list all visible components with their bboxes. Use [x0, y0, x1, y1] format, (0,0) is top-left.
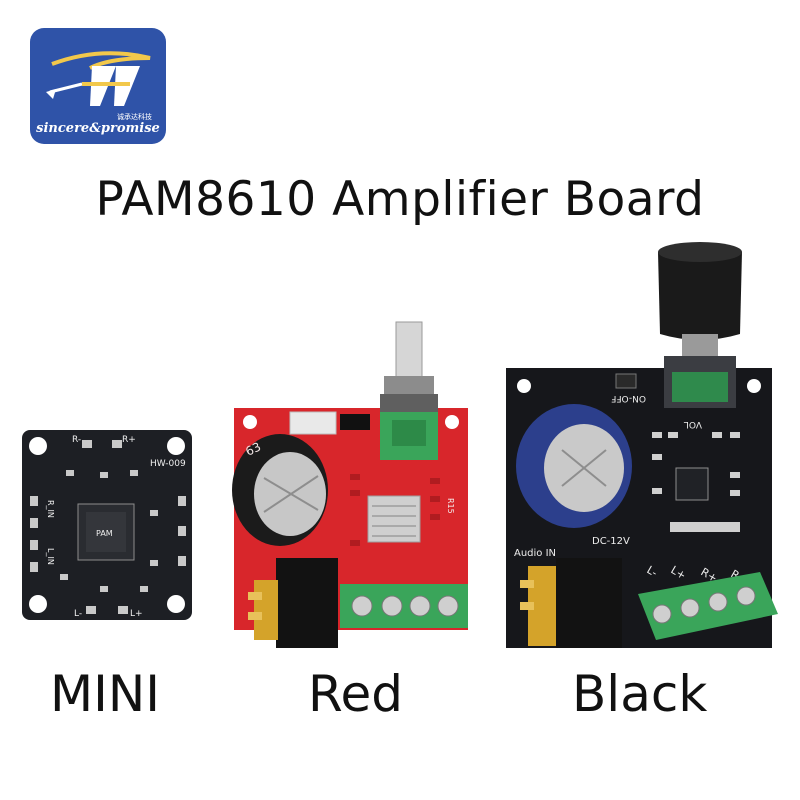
black-silk-dc: DC-12V — [592, 536, 630, 547]
red-board-label: Red — [308, 665, 403, 723]
mini-silk-model: HW-009 — [150, 459, 186, 469]
red-silk-r15: R15 — [446, 498, 455, 514]
mini-silk-l-minus: L- — [74, 609, 82, 619]
logo-brand-text: sincere&promise — [36, 121, 160, 136]
logo-chinese-text: 诚承达科技 — [117, 113, 152, 121]
red-board: 63 R15 — [232, 321, 468, 648]
black-silk-vol: VOL — [684, 419, 702, 429]
sp-brand-logo-icon — [46, 51, 151, 106]
mini-silk-r-minus: R- — [72, 435, 81, 445]
black-board: ON-OFF VOL Audio IN DC-12V L- L+ R+ R- — [506, 242, 778, 648]
mini-silk-r-plus: R+ — [122, 435, 136, 445]
black-silk-on-off: ON-OFF — [611, 393, 646, 403]
mini-board: PAM R- R+ HW-009 R_IN L_IN L- L+ — [22, 430, 192, 620]
black-board-label: Black — [572, 665, 708, 723]
brand-logo: 诚承达科技 sincere&promise — [30, 28, 166, 144]
red-silk-capacitor: 63 — [243, 440, 263, 459]
mini-silk-l-in: L_IN — [46, 548, 55, 565]
mini-board-label: MINI — [50, 665, 161, 723]
black-silk-audio-in: Audio IN — [514, 548, 556, 559]
page-title: PAM8610 Amplifier Board — [95, 172, 705, 227]
mini-silk-l-plus: L+ — [130, 609, 143, 619]
mini-silk-r-in: R_IN — [46, 500, 55, 518]
svg-text:PAM: PAM — [96, 529, 113, 538]
